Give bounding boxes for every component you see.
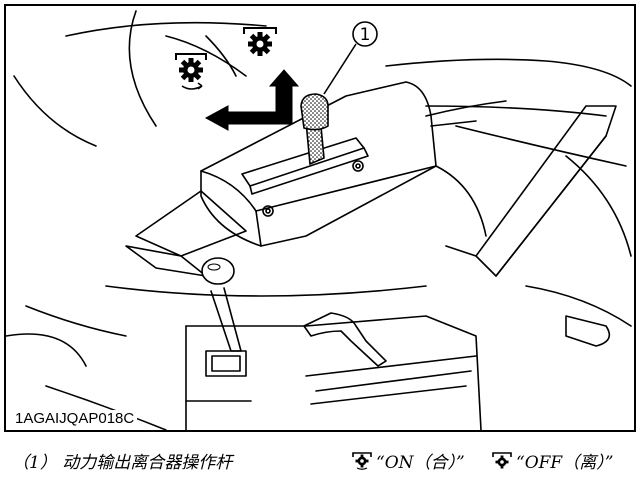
pto-gear-icon bbox=[243, 27, 277, 56]
pto-clutch-lever bbox=[300, 93, 329, 166]
caption-off-label: “OFF（离）” bbox=[516, 453, 614, 473]
caption: （1） 动力输出离合器操作杆 “ON（合）” bbox=[0, 440, 640, 476]
pto-gear-icon bbox=[492, 451, 512, 468]
pto-gear-rotating-icon bbox=[175, 53, 207, 90]
gear-lever-knob bbox=[201, 257, 235, 285]
caption-off: “OFF（离）” bbox=[492, 448, 613, 473]
callout-circle bbox=[352, 21, 378, 47]
caption-item-label: （1） 动力输出离合器操作杆 bbox=[12, 453, 233, 473]
callout-number: 1 bbox=[360, 25, 371, 45]
lever-direction-arrow bbox=[204, 69, 300, 131]
pto-gear-rotating-icon bbox=[352, 451, 372, 470]
figure-code: 1AGAIJQAP018C bbox=[12, 410, 138, 428]
caption-on: “ON（合）” bbox=[352, 448, 465, 473]
illustration-frame: 1 bbox=[4, 4, 636, 432]
callout-leader bbox=[323, 43, 357, 95]
tractor-console-illustration: 1 bbox=[6, 10, 632, 430]
caption-on-label: “ON（合）” bbox=[376, 453, 465, 473]
